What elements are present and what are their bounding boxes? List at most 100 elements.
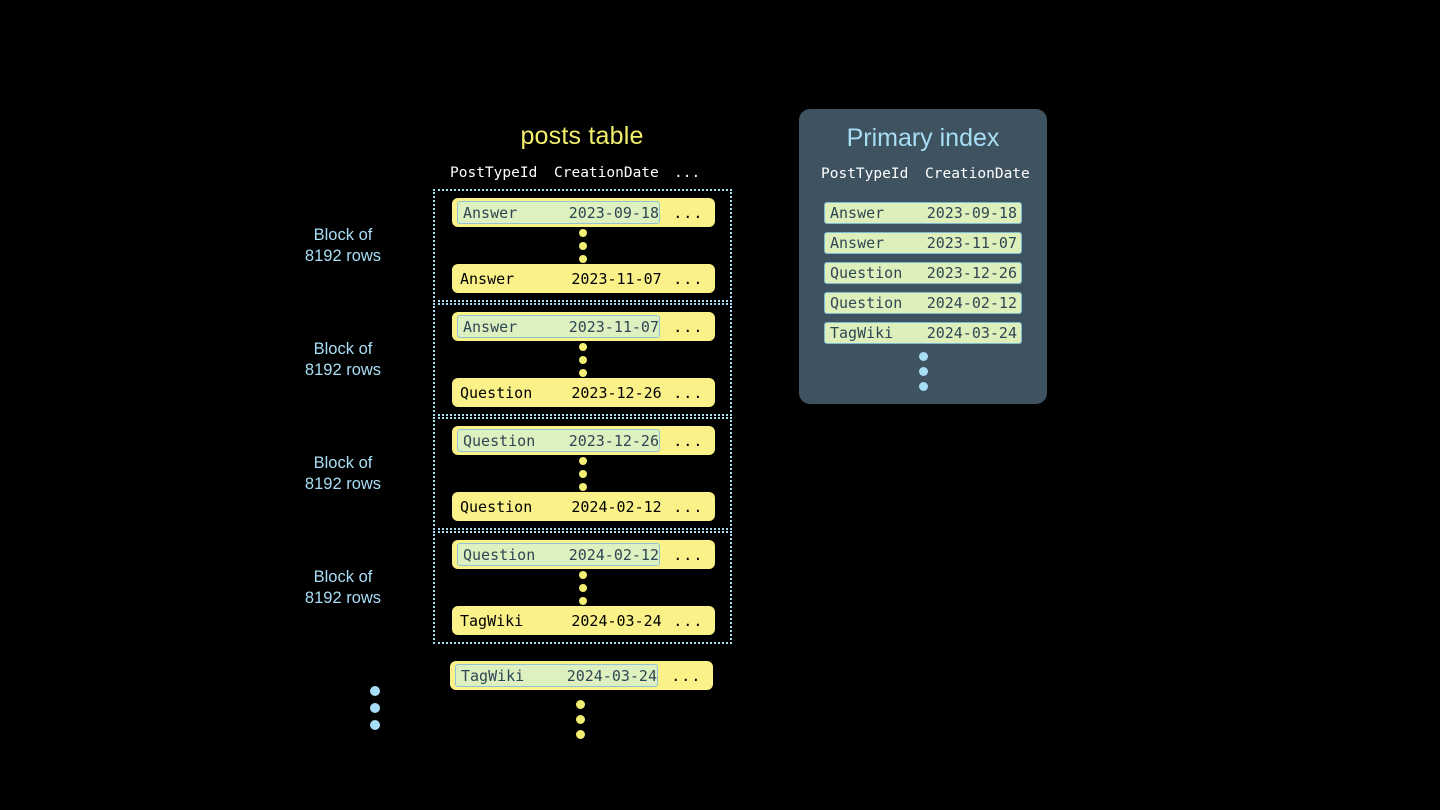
posts-table-title: posts table — [520, 122, 644, 150]
cell-posttypeid: TagWiki — [460, 611, 524, 630]
block-3: Block of 8192 rows Question 2023-12-26 .… — [305, 417, 732, 530]
dot — [578, 482, 587, 491]
dot — [578, 469, 587, 478]
dot — [578, 241, 587, 250]
vertical-ellipsis-dots — [578, 456, 587, 491]
primary-index-panel: Primary index PostTypeId CreationDate An… — [799, 109, 1047, 404]
vertical-ellipsis-dots — [578, 228, 587, 263]
cell-ellipsis: ... — [673, 611, 704, 630]
cell-creationdate: 2024-02-12 — [571, 497, 662, 516]
index-row: TagWiki 2024-03-24 — [824, 322, 1022, 344]
cell-ellipsis: ... — [673, 431, 704, 450]
primary-index-rows: Answer 2023-09-18 Answer 2023-11-07 Ques… — [824, 202, 1022, 352]
index-column-header-creationdate: CreationDate — [925, 166, 1030, 182]
table-row: Answer 2023-11-07 ... — [452, 264, 715, 293]
block-3-label: Block of 8192 rows — [263, 453, 423, 495]
table-continuation-dots — [576, 700, 585, 739]
dot — [918, 352, 928, 361]
dot — [578, 254, 587, 263]
dot — [370, 703, 380, 713]
block-1: Block of 8192 rows Answer 2023-09-18 ...… — [305, 189, 732, 302]
column-header-ellipsis: ... — [674, 165, 701, 181]
index-cell-posttypeid: TagWiki — [830, 324, 894, 342]
vertical-ellipsis-dots — [578, 342, 587, 377]
block-2-label: Block of 8192 rows — [263, 339, 423, 381]
index-cell-posttypeid: Answer — [830, 204, 885, 222]
cell-posttypeid: Question — [463, 545, 536, 564]
dot — [578, 583, 587, 592]
dot — [576, 715, 585, 724]
index-row: Question 2024-02-12 — [824, 292, 1022, 314]
index-cell-posttypeid: Question — [830, 264, 903, 282]
dot — [370, 720, 380, 730]
block-3-label-line2: 8192 rows — [304, 474, 382, 493]
cell-posttypeid: Question — [463, 431, 536, 450]
dot — [576, 700, 585, 709]
index-row: Answer 2023-11-07 — [824, 232, 1022, 254]
cell-creationdate: 2024-02-12 — [568, 545, 659, 564]
cell-ellipsis: ... — [673, 317, 704, 336]
row-highlight-box: Question 2024-02-12 — [457, 543, 660, 566]
table-row: Question 2024-02-12 ... — [452, 540, 715, 569]
index-cell-posttypeid: Answer — [830, 234, 885, 252]
cell-posttypeid: Question — [460, 497, 533, 516]
cell-ellipsis: ... — [673, 203, 704, 222]
table-row: TagWiki 2024-03-24 ... — [452, 606, 715, 635]
table-row: Question 2023-12-26 ... — [452, 426, 715, 455]
table-row: Answer 2023-09-18 ... — [452, 198, 715, 227]
block-1-label-line2: 8192 rows — [304, 246, 382, 265]
posts-table-column-headers: PostTypeId CreationDate ... — [450, 165, 715, 181]
table-row: TagWiki 2024-03-24 ... — [450, 661, 713, 690]
row-highlight-box: Answer 2023-09-18 — [457, 201, 660, 224]
trailing-row-container: TagWiki 2024-03-24 ... — [433, 661, 732, 691]
block-2-label-line1: Block of — [313, 339, 373, 358]
block-4-label-line2: 8192 rows — [304, 588, 382, 607]
cell-creationdate: 2024-03-24 — [566, 666, 657, 685]
cell-creationdate: 2023-11-07 — [571, 269, 662, 288]
index-cell-creationdate: 2023-12-26 — [926, 264, 1017, 282]
cell-creationdate: 2023-09-18 — [568, 203, 659, 222]
primary-index-title: Primary index — [846, 124, 1000, 152]
cell-ellipsis: ... — [673, 383, 704, 402]
block-1-label: Block of 8192 rows — [263, 225, 423, 267]
row-highlight-box: TagWiki 2024-03-24 — [455, 664, 658, 687]
block-2: Block of 8192 rows Answer 2023-11-07 ...… — [305, 303, 732, 416]
vertical-ellipsis-dots — [578, 570, 587, 605]
primary-index-column-headers: PostTypeId CreationDate — [821, 166, 1031, 182]
dot — [370, 686, 380, 696]
block-3-label-line1: Block of — [313, 453, 373, 472]
dot — [578, 355, 587, 364]
dot — [578, 342, 587, 351]
dot — [578, 570, 587, 579]
dot — [578, 456, 587, 465]
column-header-posttypeid: PostTypeId — [450, 165, 538, 181]
cell-ellipsis: ... — [673, 269, 704, 288]
cell-ellipsis: ... — [671, 666, 702, 685]
dot — [578, 368, 587, 377]
cell-creationdate: 2023-12-26 — [568, 431, 659, 450]
dot — [576, 730, 585, 739]
row-highlight-box: Question 2023-12-26 — [457, 429, 660, 452]
cell-creationdate: 2023-11-07 — [568, 317, 659, 336]
cell-posttypeid: Answer — [463, 317, 518, 336]
index-column-header-posttypeid: PostTypeId — [821, 166, 909, 182]
index-row: Answer 2023-09-18 — [824, 202, 1022, 224]
index-cell-creationdate: 2024-03-24 — [926, 324, 1017, 342]
dot — [578, 596, 587, 605]
cell-posttypeid: TagWiki — [461, 666, 525, 685]
column-header-creationdate: CreationDate — [554, 165, 659, 181]
dot — [578, 228, 587, 237]
primary-index-continuation-dots — [799, 352, 1047, 391]
index-cell-posttypeid: Question — [830, 294, 903, 312]
cell-posttypeid: Answer — [460, 269, 515, 288]
cell-posttypeid: Question — [460, 383, 533, 402]
table-row: Answer 2023-11-07 ... — [452, 312, 715, 341]
table-row: Question 2024-02-12 ... — [452, 492, 715, 521]
posts-table-blocks: Block of 8192 rows Answer 2023-09-18 ...… — [305, 189, 732, 645]
cell-ellipsis: ... — [673, 497, 704, 516]
dot — [918, 367, 928, 376]
cell-creationdate: 2023-12-26 — [571, 383, 662, 402]
index-cell-creationdate: 2023-11-07 — [926, 234, 1017, 252]
dot — [918, 382, 928, 391]
